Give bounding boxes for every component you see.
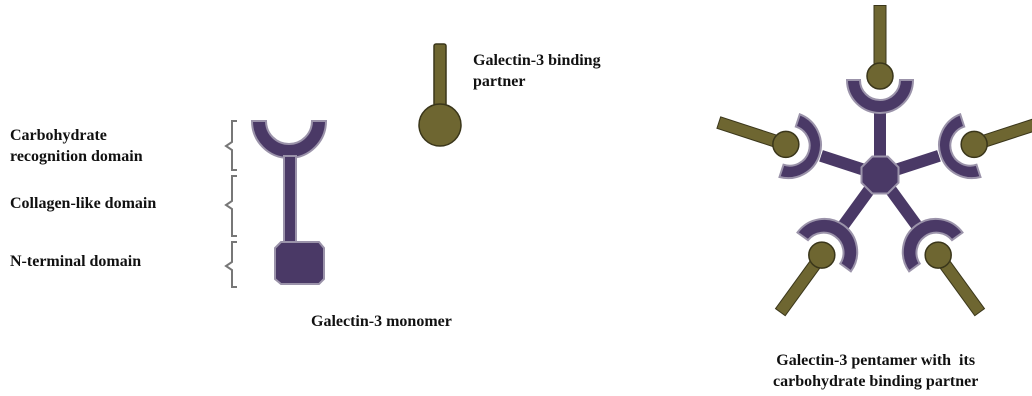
- galectin-pentamer: [718, 5, 1032, 313]
- label-collagen-like-domain: Collagen-like domain: [10, 193, 156, 214]
- bracket-nterminal: [226, 242, 237, 287]
- label-carbohydrate-line2: recognition domain: [10, 146, 143, 167]
- pentamer-hub: [862, 157, 899, 194]
- bracket-collagen: [226, 176, 237, 236]
- label-partner-line2: partner: [473, 71, 601, 92]
- binding-partner-head: [419, 104, 461, 146]
- label-binding-partner: Galectin-3 binding partner: [473, 50, 601, 92]
- label-partner-line1: Galectin-3 binding: [473, 50, 601, 71]
- galectin-monomer: [252, 121, 326, 284]
- pentamer-partner-head-2: [961, 131, 987, 157]
- label-pentamer-line1: Galectin-3 pentamer with its: [773, 350, 978, 371]
- label-pentamer: Galectin-3 pentamer with its carbohydrat…: [773, 350, 978, 392]
- monomer-nterminal-block: [275, 242, 324, 284]
- bracket-crd: [226, 121, 237, 170]
- pentamer-partner-head-5: [773, 131, 799, 157]
- label-carbohydrate-recognition-domain: Carbohydrate recognition domain: [10, 125, 143, 167]
- pentamer-partner-head-3: [925, 242, 951, 268]
- label-n-terminal-domain: N-terminal domain: [10, 251, 141, 272]
- label-monomer: Galectin-3 monomer: [311, 311, 452, 332]
- label-pentamer-line2: carbohydrate binding partner: [773, 371, 978, 392]
- binding-partner-stick: [434, 44, 446, 106]
- binding-partner: [419, 44, 461, 146]
- domain-brackets: [226, 121, 237, 287]
- monomer-collagen-stalk: [284, 156, 296, 244]
- pentamer-partner-head-1: [867, 63, 893, 89]
- pentamer-partner-stick-4: [781, 264, 816, 312]
- monomer-crd-cup: [252, 121, 326, 158]
- pentamer-partner-head-4: [809, 242, 835, 268]
- pentamer-partner-stick-3: [945, 264, 980, 312]
- label-carbohydrate-line1: Carbohydrate: [10, 125, 143, 146]
